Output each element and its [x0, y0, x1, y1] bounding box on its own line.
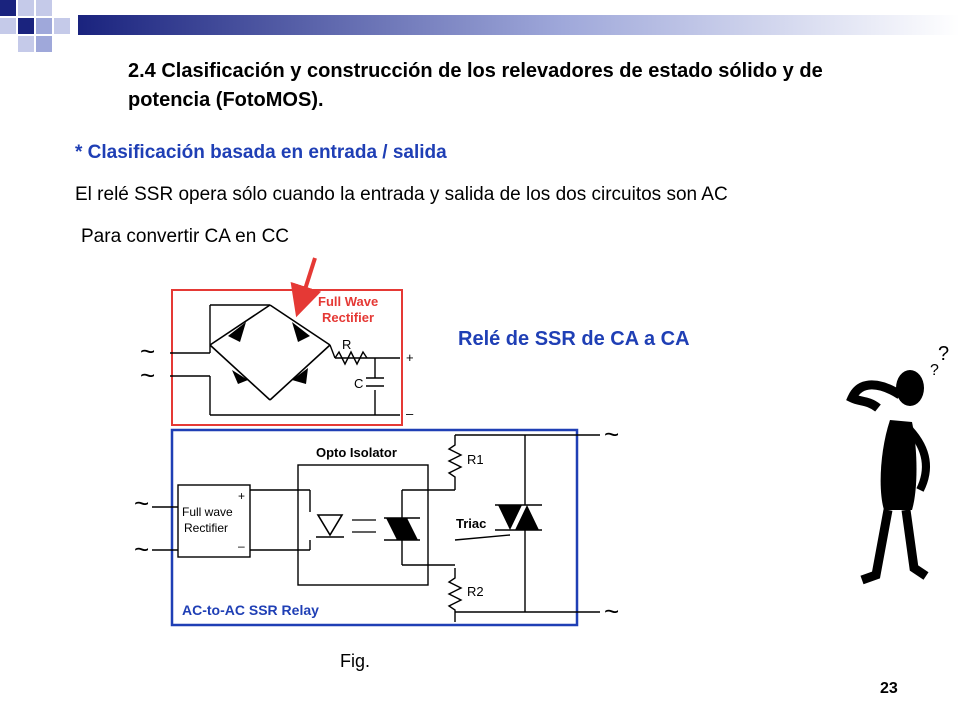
deco-square	[54, 18, 70, 34]
output-tilde: ~ ~	[604, 419, 619, 626]
section-subtitle: * Clasificación basada en entrada / sali…	[75, 142, 447, 163]
opto-wiring	[401, 489, 455, 566]
rectifier-label-1: Full Wave	[318, 294, 378, 309]
r2-label: R2	[467, 584, 484, 599]
rectifier-text: R C + –	[342, 337, 414, 421]
slide-title: 2.4 Clasificación y construcción de los …	[128, 60, 823, 111]
fw-label-1: Full wave	[182, 505, 233, 519]
question-mark-1: ?	[938, 343, 949, 365]
ssr-relay-box	[170, 428, 579, 627]
ssr-circuit-diagram: Full Wave Rectifier R C + – ~ ~	[134, 257, 619, 627]
opto-label: Opto Isolator	[316, 445, 397, 460]
man-leg-left	[860, 509, 893, 585]
deco-square	[36, 18, 52, 34]
input-tilde-top: ~ ~	[140, 336, 155, 390]
plus-sign: +	[406, 350, 414, 365]
opto-triac	[384, 517, 420, 541]
triac-wiring	[454, 434, 600, 613]
minus-sign: –	[406, 406, 414, 421]
tilde-1: ~	[140, 336, 155, 366]
input-tilde-bottom: ~ ~	[134, 488, 149, 564]
page-number: 23	[880, 680, 898, 697]
body-text: El relé SSR opera sólo cuando la entrada…	[75, 184, 728, 205]
rectifier-wiring	[170, 304, 400, 416]
c-label: C	[354, 376, 363, 391]
resistor-r	[334, 350, 368, 366]
man-arm-raised	[846, 380, 903, 412]
resistor-r1	[447, 435, 463, 490]
deco-square	[0, 0, 16, 16]
man-leg-right	[901, 509, 929, 580]
question-mark-2: ?	[930, 362, 939, 379]
fw-plus: +	[238, 489, 245, 503]
tilde-4: ~	[134, 534, 149, 564]
tilde-3: ~	[134, 488, 149, 518]
man-body	[880, 420, 917, 510]
diode-bridge	[209, 304, 331, 401]
ssr-box-label: AC-to-AC SSR Relay	[182, 602, 319, 618]
led-symbol	[316, 514, 344, 538]
deco-square	[0, 18, 16, 34]
relay-label: Relé de SSR de CA a CA	[458, 328, 690, 350]
title-decoration	[0, 0, 960, 52]
thinking-man-clipart: ? ?	[846, 343, 949, 585]
rectifier-label: Full Wave Rectifier	[318, 294, 378, 325]
deco-square	[18, 18, 34, 34]
fw-minus: –	[238, 539, 245, 553]
fw-block-text: Full wave Rectifier + –	[182, 489, 245, 553]
figure-caption: Fig.	[340, 651, 371, 671]
fw-label-2: Rectifier	[184, 521, 228, 535]
rectifier-label-2: Rectifier	[322, 310, 374, 325]
resistor-r2	[447, 568, 463, 622]
ssr-input-wiring	[152, 489, 311, 551]
deco-square	[18, 0, 34, 16]
deco-square	[36, 0, 52, 16]
light-arrows	[352, 519, 376, 533]
tilde-6: ~	[604, 596, 619, 626]
red-arrow	[290, 257, 322, 318]
man-head	[896, 370, 924, 406]
deco-square	[18, 36, 34, 52]
r-label: R	[342, 337, 351, 352]
tilde-2: ~	[140, 360, 155, 390]
body-text-2: Para convertir CA en CC	[81, 226, 290, 247]
diode-symbols	[228, 322, 310, 384]
r1-label: R1	[467, 452, 484, 467]
opto-isolator-box	[297, 464, 429, 586]
ssr-text: R1 R2 Triac	[456, 452, 486, 599]
triac-symbol	[495, 504, 542, 531]
rectifier-box	[171, 289, 403, 426]
deco-square	[36, 36, 52, 52]
deco-band	[78, 15, 960, 35]
tilde-5: ~	[604, 419, 619, 449]
triac-label: Triac	[456, 516, 486, 531]
man-arm-down	[906, 427, 930, 492]
full-wave-block	[177, 484, 251, 558]
